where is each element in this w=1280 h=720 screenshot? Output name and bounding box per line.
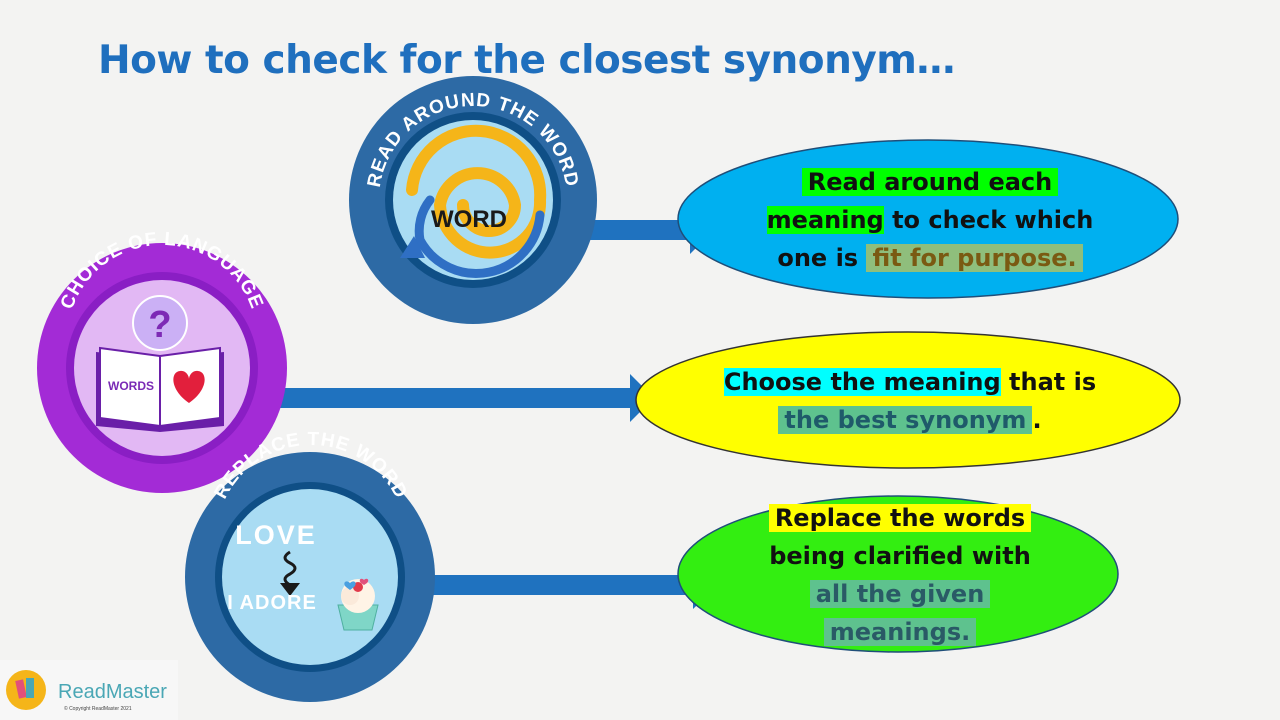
logo-copyright: © Copyright ReadMaster 2021 [64, 706, 132, 712]
step-choose-line1-highlight: Choose the meaning [723, 368, 1001, 396]
spiral-icon [406, 124, 547, 259]
step-replace-line3: all the given [809, 580, 991, 608]
cupcake-icon [337, 578, 379, 631]
step-choose-line1-rest: that is [1000, 368, 1097, 396]
badge-replace-the-word: LOVE I ADORE REPLACE THE WORD [185, 429, 435, 702]
logo-name: ReadMaster [58, 681, 167, 703]
step-read-line2-highlight: meaning [766, 206, 884, 234]
arrow-choose [270, 374, 654, 422]
step-read-text: Read around each meaning to check which … [730, 160, 1130, 280]
question-bubble-icon [132, 295, 188, 351]
readmaster-logo-icon [0, 660, 178, 720]
badge-read-around: WORD READ AROUND THE WORD [349, 76, 597, 324]
book-word: WORDS [108, 379, 154, 393]
badge-word-love: LOVE [235, 520, 317, 550]
arrow-replace [418, 561, 718, 609]
step-replace-line1: Replace the words [768, 504, 1032, 532]
question-mark: ? [148, 304, 171, 346]
step-read-line1: Read around each [801, 168, 1059, 196]
step-read-line3-highlight: fit for purpose. [866, 244, 1083, 272]
badge-word-adore: I ADORE [227, 592, 317, 614]
ellipse-replace [677, 495, 1119, 653]
ellipse-choose [635, 331, 1181, 469]
step-read-line2-rest: to check which [883, 206, 1094, 234]
squiggle-arrow-icon [283, 550, 297, 587]
step-replace-text: Replace the words being clarified with a… [720, 496, 1080, 654]
badge-center-word: WORD [431, 206, 507, 233]
heart-icon [173, 370, 205, 403]
step-read-line3-start: one is [777, 244, 867, 272]
step-replace-line2: being clarified with [769, 542, 1031, 570]
open-book-icon: WORDS [96, 346, 224, 432]
step-choose-line2-rest: . [1032, 406, 1042, 434]
slide-title: How to check for the closest synonym… [98, 38, 955, 83]
step-choose-line2-highlight: the best synonym [778, 406, 1033, 434]
step-choose-text: Choose the meaning that is the best syno… [690, 362, 1130, 440]
step-replace-line4: meanings. [823, 618, 977, 646]
